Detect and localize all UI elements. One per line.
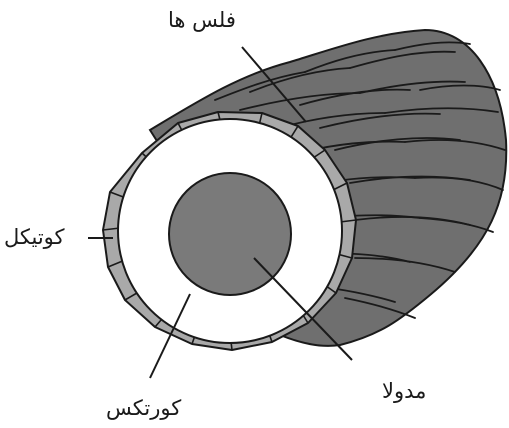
label-cuticle: کوتیکل <box>4 227 65 248</box>
label-cortex: کورتکس <box>106 398 181 419</box>
label-medulla: مدولا <box>382 381 426 402</box>
label-scales: فلس ها <box>168 10 236 31</box>
